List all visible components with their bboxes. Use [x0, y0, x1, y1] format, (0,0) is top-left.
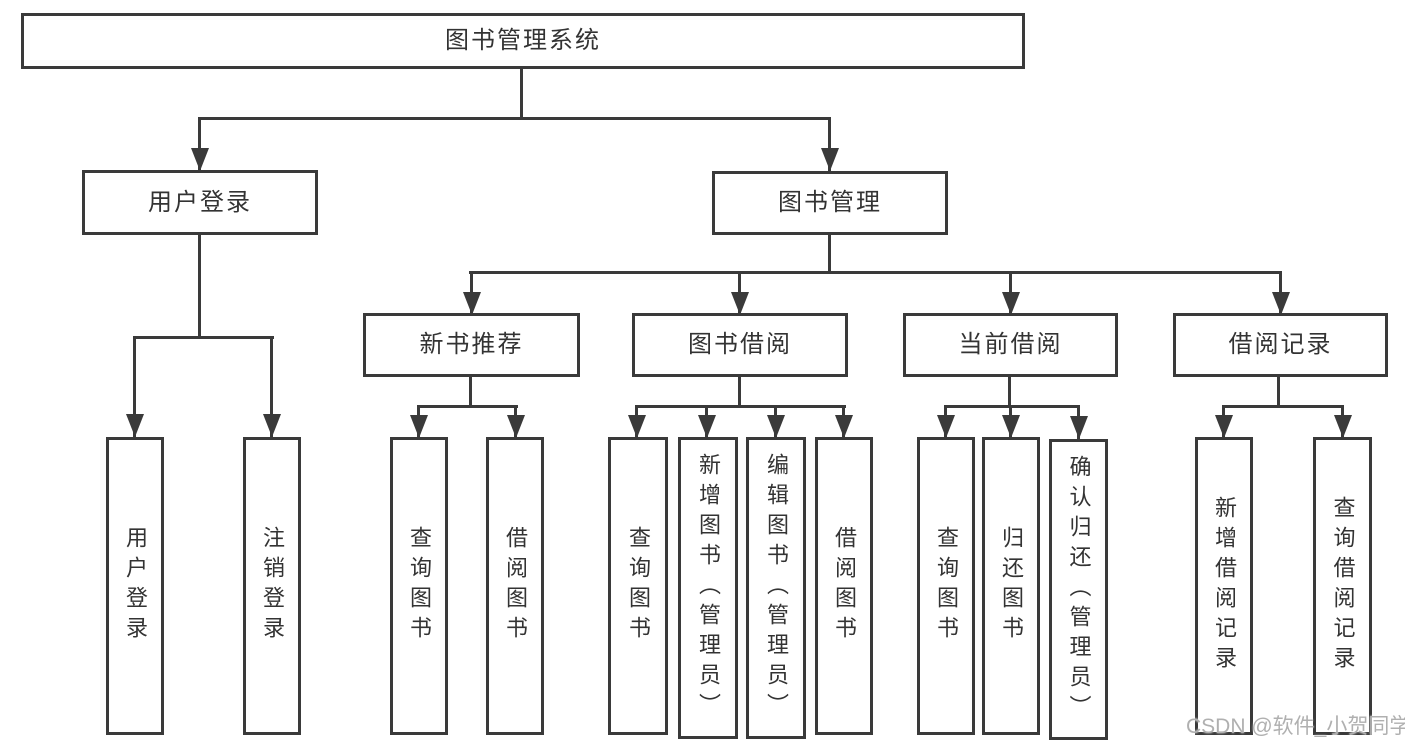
arrow-book-borrow-leaf-4 — [842, 405, 845, 438]
connector-root-stub — [520, 69, 523, 120]
leaf-return-books-label: 归还图书 — [999, 526, 1024, 646]
leaf-query-borrow-record-label: 查询借阅记录 — [1330, 496, 1356, 676]
leaf-add-books-admin: 新增图书（管理员） — [678, 437, 738, 739]
arrow-current-borrow-leaf-2 — [1009, 405, 1012, 438]
leaf-query-books-nb-label: 查询图书 — [407, 526, 432, 646]
node-current-borrow: 当前借阅 — [903, 313, 1118, 377]
connector-book-borrow-branch — [635, 405, 846, 408]
leaf-borrow-books-nb: 借阅图书 — [486, 437, 544, 735]
arrow-borrow-records-leaf-1 — [1222, 405, 1225, 438]
leaf-query-borrow-record: 查询借阅记录 — [1313, 437, 1372, 735]
node-new-book: 新书推荐 — [363, 313, 580, 377]
node-borrow-records: 借阅记录 — [1173, 313, 1388, 377]
arrow-book-borrow-leaf-3 — [774, 405, 777, 438]
arrow-to-leaf-logout — [270, 336, 273, 437]
node-user-login-label: 用户登录 — [148, 188, 252, 216]
leaf-add-borrow-record-label: 新增借阅记录 — [1212, 496, 1237, 676]
node-book-borrow-label: 图书借阅 — [688, 331, 792, 358]
arrow-book-borrow-leaf-1 — [635, 405, 638, 438]
connector-borrow-records-branch — [1222, 405, 1344, 408]
connector-borrow-records-stub — [1277, 377, 1280, 408]
leaf-confirm-return-admin: 确认归还（管理员） — [1049, 439, 1108, 740]
arrow-to-user-login — [198, 117, 201, 171]
connector-book-mgmt-stub — [828, 234, 831, 274]
connector-book-mgmt-branch — [469, 271, 1282, 274]
leaf-query-books-bb-label: 查询图书 — [626, 526, 651, 646]
connector-user-login-stub — [198, 235, 201, 339]
node-borrow-records-label: 借阅记录 — [1228, 331, 1333, 358]
connector-book-borrow-stub — [738, 377, 741, 408]
node-new-book-label: 新书推荐 — [419, 331, 524, 358]
node-root-label: 图书管理系统 — [445, 27, 601, 54]
arrow-to-current-borrow — [1009, 271, 1012, 315]
arrow-to-book-borrow — [738, 271, 741, 315]
leaf-logout: 注销登录 — [243, 437, 301, 735]
leaf-logout-label: 注销登录 — [260, 526, 285, 646]
arrow-current-borrow-leaf-1 — [944, 405, 947, 438]
connector-root-branch — [198, 117, 831, 120]
leaf-borrow-books-nb-label: 借阅图书 — [503, 526, 528, 646]
arrow-new-book-leaf-2 — [514, 405, 517, 438]
connector-new-book-branch — [417, 405, 518, 408]
leaf-edit-books-admin-label: 编辑图书（管理员） — [764, 453, 789, 723]
node-user-login: 用户登录 — [82, 170, 318, 235]
leaf-add-books-admin-label: 新增图书（管理员） — [696, 453, 721, 723]
leaf-add-borrow-record: 新增借阅记录 — [1195, 437, 1253, 735]
watermark: CSDN @软件_小贺同学 — [1186, 715, 1405, 738]
leaf-user-login: 用户登录 — [106, 437, 164, 735]
leaf-query-books-cb-label: 查询图书 — [934, 526, 959, 646]
leaf-confirm-return-admin-label: 确认归还（管理员） — [1066, 454, 1092, 725]
node-root: 图书管理系统 — [21, 13, 1025, 69]
node-book-mgmt: 图书管理 — [712, 171, 948, 235]
leaf-edit-books-admin: 编辑图书（管理员） — [746, 437, 806, 739]
node-book-mgmt-label: 图书管理 — [778, 189, 882, 216]
leaf-user-login-label: 用户登录 — [123, 526, 148, 646]
arrow-to-leaf-login — [133, 336, 136, 437]
leaf-borrow-books-bb: 借阅图书 — [815, 437, 873, 735]
arrow-current-borrow-leaf-3 — [1077, 405, 1080, 439]
node-current-borrow-label: 当前借阅 — [958, 331, 1063, 358]
leaf-query-books-bb: 查询图书 — [608, 437, 668, 735]
node-book-borrow: 图书借阅 — [632, 313, 848, 377]
connector-current-borrow-branch — [944, 405, 1080, 408]
arrow-borrow-records-leaf-2 — [1341, 405, 1344, 438]
arrow-book-borrow-leaf-2 — [705, 405, 708, 438]
leaf-return-books: 归还图书 — [982, 437, 1040, 735]
arrow-new-book-leaf-1 — [417, 405, 420, 438]
leaf-borrow-books-bb-label: 借阅图书 — [832, 526, 857, 646]
leaf-query-books-cb: 查询图书 — [917, 437, 975, 735]
connector-user-login-branch — [133, 336, 274, 339]
connector-new-book-stub — [469, 377, 472, 408]
leaf-query-books-nb: 查询图书 — [390, 437, 448, 735]
arrow-to-new-book — [470, 271, 473, 315]
connector-current-borrow-stub — [1008, 377, 1011, 408]
arrow-to-borrow-records — [1279, 271, 1282, 315]
arrow-to-book-mgmt — [828, 117, 831, 171]
